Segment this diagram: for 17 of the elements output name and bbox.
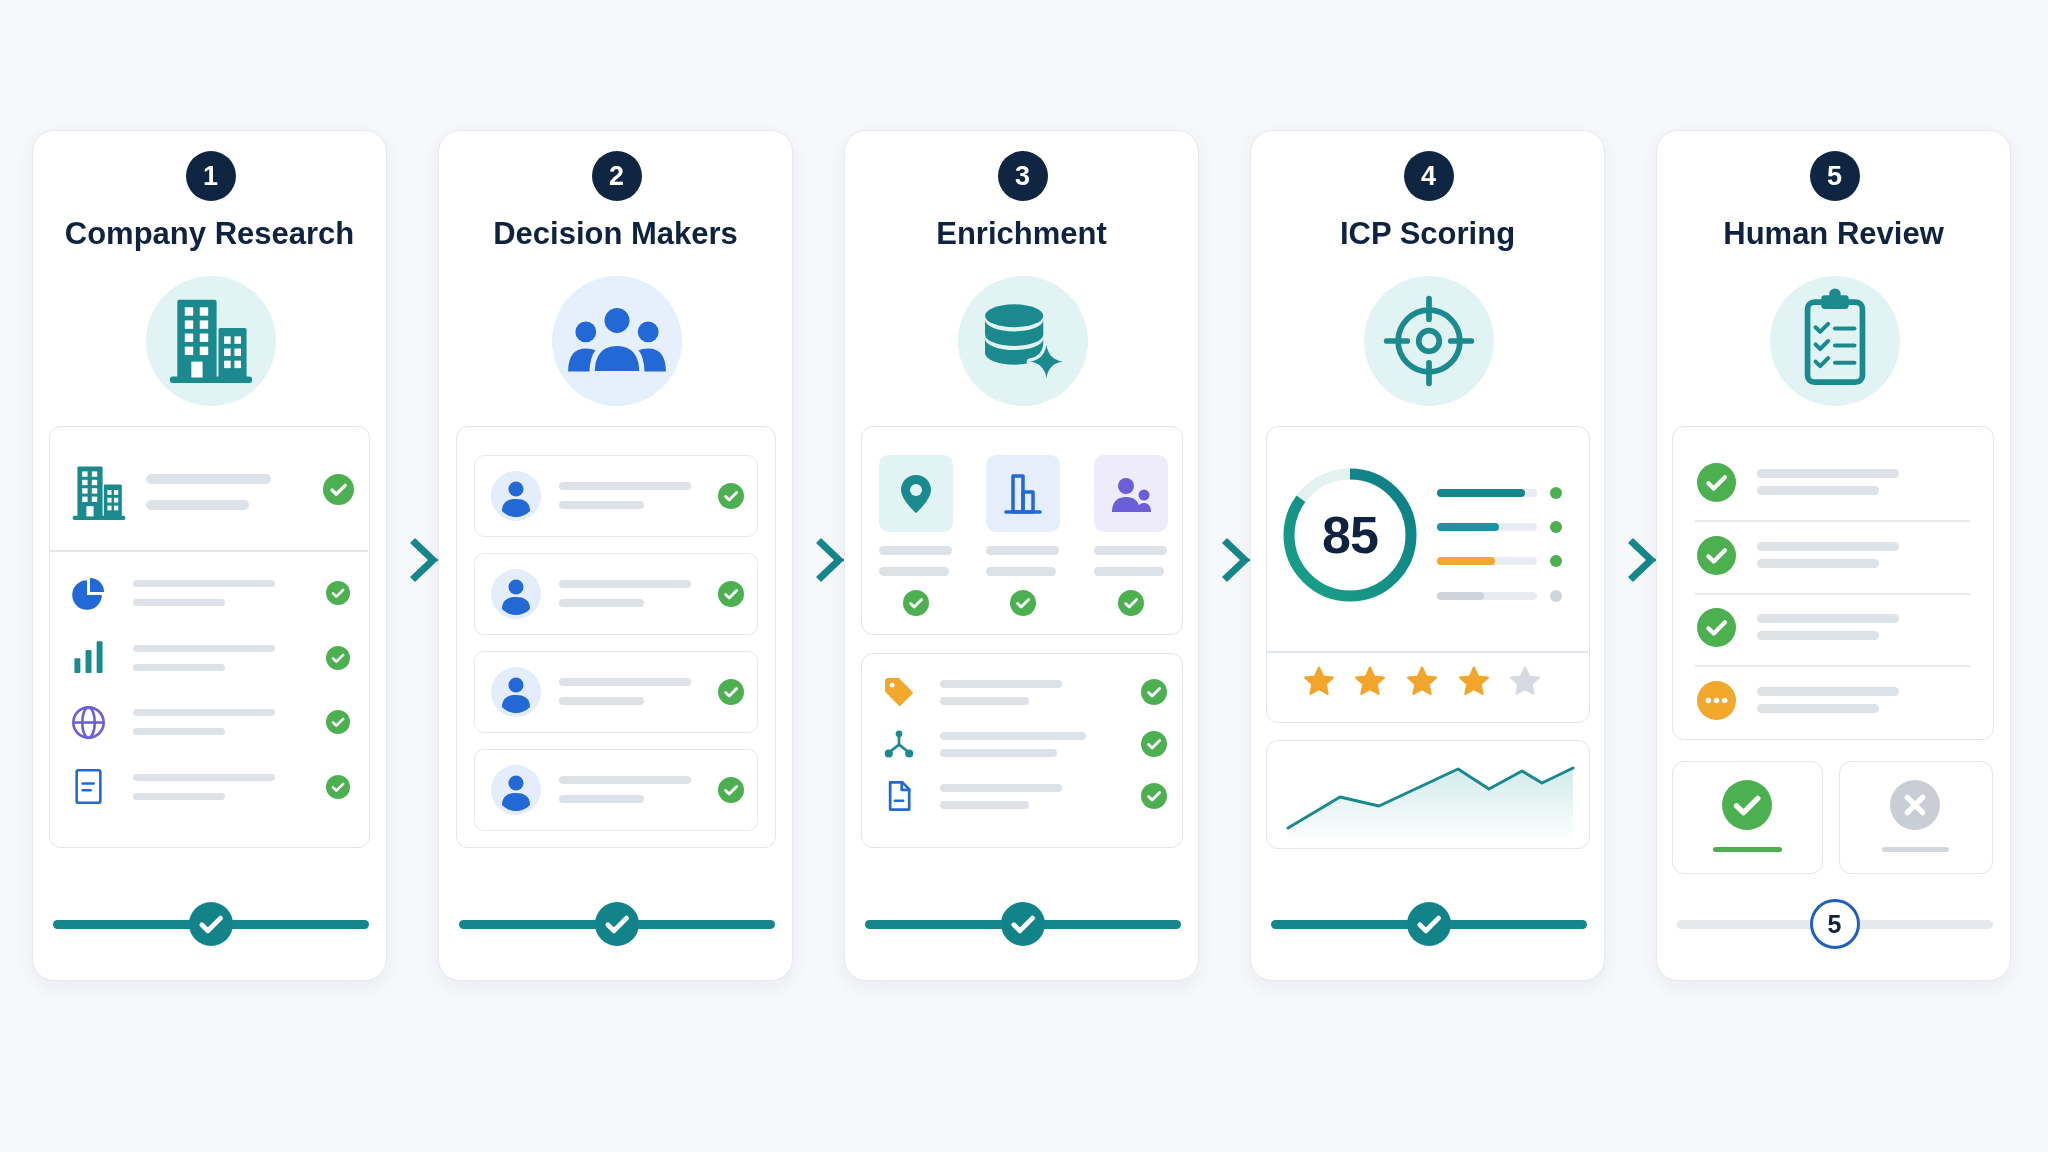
step-number: 1 xyxy=(185,151,236,201)
step-number: 2 xyxy=(591,151,642,201)
step-title: Company Research xyxy=(64,215,355,253)
step-card xyxy=(32,130,387,981)
step-title: Decision Makers xyxy=(493,215,738,253)
step-card xyxy=(1656,130,2011,981)
step-title: ICP Scoring xyxy=(1339,215,1516,253)
step-title: Enrichment xyxy=(936,215,1107,253)
step-card xyxy=(438,130,793,981)
step-number: 5 xyxy=(1809,151,1860,201)
step-card xyxy=(1250,130,1605,981)
step-title: Human Review xyxy=(1723,215,1944,253)
step-indicator: 5 xyxy=(1809,899,1860,949)
score-ring: 85 xyxy=(1282,467,1418,603)
step-card xyxy=(844,130,1199,981)
step-number: 4 xyxy=(1403,151,1454,201)
step-number: 3 xyxy=(997,151,1048,201)
